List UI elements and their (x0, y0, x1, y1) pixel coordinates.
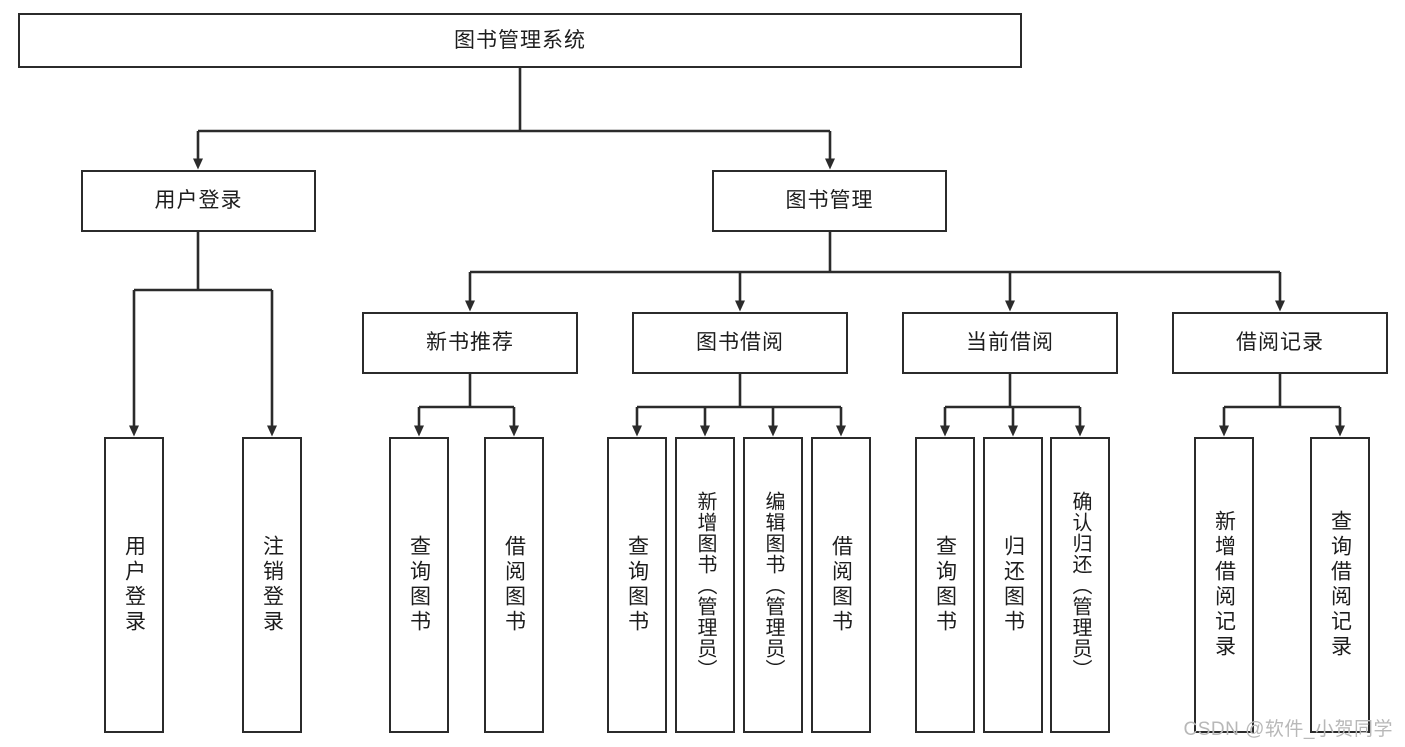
leaf-current-borrow-query-book[interactable]: 查询图书 (915, 437, 975, 733)
node-label: 查询图书 (625, 535, 649, 635)
node-label: 注销登录 (260, 535, 284, 635)
node-label: 图书管理系统 (454, 28, 586, 52)
node-label: 用户登录 (154, 189, 243, 213)
node-new-book-recommend[interactable]: 新书推荐 (362, 312, 578, 374)
node-label: 新增图书（管理员） (694, 490, 716, 680)
node-current-borrow[interactable]: 当前借阅 (902, 312, 1118, 374)
node-label: 查询图书 (407, 535, 431, 635)
node-borrow-record[interactable]: 借阅记录 (1172, 312, 1388, 374)
node-label: 借阅图书 (829, 535, 853, 635)
node-label: 图书借阅 (696, 331, 784, 355)
leaf-borrow-record-query-record[interactable]: 查询借阅记录 (1310, 437, 1370, 733)
node-label: 借阅记录 (1236, 331, 1324, 355)
leaf-new-book-borrow-book[interactable]: 借阅图书 (484, 437, 544, 733)
watermark-text: CSDN @软件_小贺同学 (1183, 719, 1393, 740)
node-label: 图书管理 (785, 189, 874, 213)
node-label: 用户登录 (122, 535, 146, 635)
leaf-current-borrow-confirm-return-admin[interactable]: 确认归还（管理员） (1050, 437, 1110, 733)
node-label: 编辑图书（管理员） (762, 490, 784, 680)
node-root-book-management-system[interactable]: 图书管理系统 (18, 13, 1022, 68)
node-label: 当前借阅 (966, 331, 1054, 355)
leaf-current-borrow-return-book[interactable]: 归还图书 (983, 437, 1043, 733)
leaf-book-borrow-edit-book-admin[interactable]: 编辑图书（管理员） (743, 437, 803, 733)
node-label: 查询借阅记录 (1328, 510, 1352, 660)
leaf-book-borrow-add-book-admin[interactable]: 新增图书（管理员） (675, 437, 735, 733)
node-book-management[interactable]: 图书管理 (712, 170, 947, 232)
node-user-login[interactable]: 用户登录 (81, 170, 316, 232)
node-label: 归还图书 (1001, 535, 1025, 635)
node-label: 查询图书 (933, 535, 957, 635)
leaf-new-book-query-book[interactable]: 查询图书 (389, 437, 449, 733)
leaf-book-borrow-query-book[interactable]: 查询图书 (607, 437, 667, 733)
node-label: 新增借阅记录 (1212, 510, 1236, 660)
node-label: 确认归还（管理员） (1069, 490, 1091, 680)
leaf-user-login-logout[interactable]: 注销登录 (242, 437, 302, 733)
node-label: 新书推荐 (426, 331, 514, 355)
leaf-borrow-record-add-record[interactable]: 新增借阅记录 (1194, 437, 1254, 733)
leaf-user-login-login[interactable]: 用户登录 (104, 437, 164, 733)
node-book-borrow[interactable]: 图书借阅 (632, 312, 848, 374)
leaf-book-borrow-borrow-book[interactable]: 借阅图书 (811, 437, 871, 733)
node-label: 借阅图书 (502, 535, 526, 635)
